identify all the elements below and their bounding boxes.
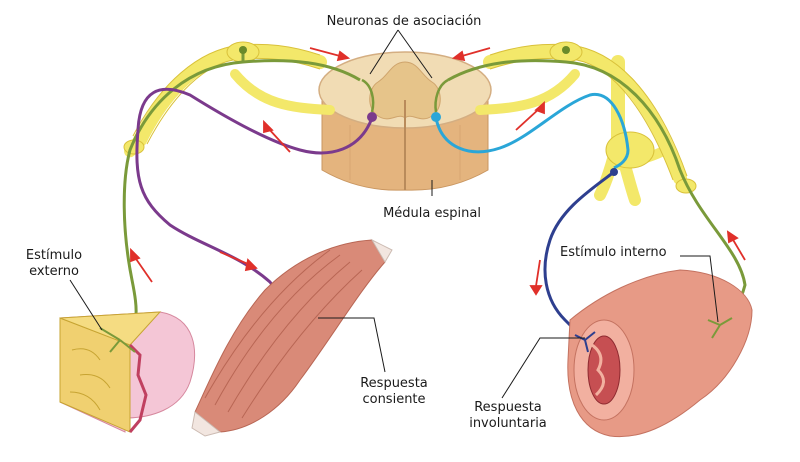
label-external-stimulus-1: Estímulo xyxy=(25,248,83,263)
arrow-right-blue xyxy=(529,259,543,296)
skeletal-muscle xyxy=(191,238,393,437)
autonomic-neuron-cyan xyxy=(434,93,630,170)
label-association-neurons: Neuronas de asociación xyxy=(326,14,482,29)
sensory-neuron-left xyxy=(119,59,361,342)
arrow-right-sensory xyxy=(726,230,746,261)
label-involuntary-response-1: Respuesta xyxy=(474,400,542,415)
label-external-stimulus-2: externo xyxy=(29,264,79,279)
red-arrows xyxy=(130,47,746,296)
arrow-left-sensory xyxy=(130,247,153,283)
autonomic-post-cell-body xyxy=(610,168,618,176)
arrow-top-right xyxy=(451,47,491,62)
autonomic-cell-body xyxy=(431,112,441,122)
spinal-cord xyxy=(318,51,492,191)
arrow-left-motor xyxy=(263,119,291,153)
sensory-left-cell-body xyxy=(239,46,247,54)
leader-lines xyxy=(69,29,719,399)
association-neurons xyxy=(361,78,449,113)
skin-nerve-endings xyxy=(99,327,136,353)
arrow-top-left xyxy=(309,47,351,62)
autonomic-ganglion xyxy=(605,131,655,169)
label-conscious-response-2: consiente xyxy=(362,392,426,407)
arrow-right-cyan xyxy=(515,101,545,131)
label-conscious-response-1: Respuesta xyxy=(360,376,428,391)
sensory-right-cell-body xyxy=(562,46,570,54)
sensory-neuron-right xyxy=(447,59,747,327)
motor-cell-body xyxy=(367,112,377,122)
arrow-to-muscle xyxy=(219,251,258,272)
skin-block xyxy=(59,311,196,433)
label-internal-stimulus: Estímulo interno xyxy=(560,245,667,260)
intestine-nerve-endings xyxy=(574,317,733,353)
motor-neuron-purple xyxy=(135,87,374,317)
intestine xyxy=(567,269,753,438)
label-spinal-cord: Médula espinal xyxy=(383,206,481,221)
label-involuntary-response-2: involuntaria xyxy=(469,416,547,431)
right-nerve-roots xyxy=(475,44,687,206)
